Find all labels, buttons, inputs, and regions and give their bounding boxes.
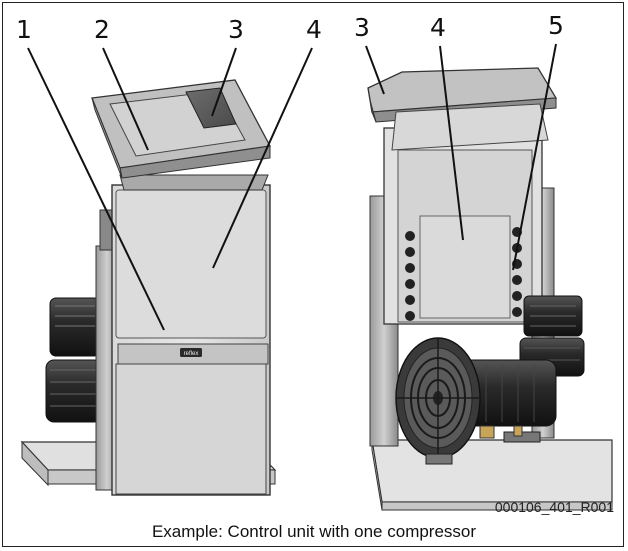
figure-frame — [2, 2, 624, 547]
left-compressor — [45, 297, 103, 423]
callout-4b: 4 — [430, 13, 446, 42]
callout-3: 3 — [228, 15, 244, 44]
reference-code: 000106_401_R001 — [495, 499, 614, 515]
callout-2: 2 — [94, 15, 110, 44]
callout-4: 4 — [306, 15, 322, 44]
left-unit: reflex — [20, 79, 277, 496]
right-unit — [367, 67, 613, 511]
callout-3b: 3 — [354, 13, 370, 42]
left-cable-glands — [405, 231, 415, 321]
right-cable-glands — [512, 227, 522, 317]
left-display-screen — [185, 87, 237, 129]
right-control-head — [367, 67, 558, 151]
brand-badge: reflex — [184, 351, 199, 357]
left-control-head — [91, 79, 272, 179]
callout-1: 1 — [16, 15, 32, 44]
callout-leaders — [27, 43, 557, 331]
right-compressor — [395, 295, 585, 465]
figure-caption: Example: Control unit with one compresso… — [151, 522, 477, 541]
callout-5: 5 — [548, 11, 564, 40]
